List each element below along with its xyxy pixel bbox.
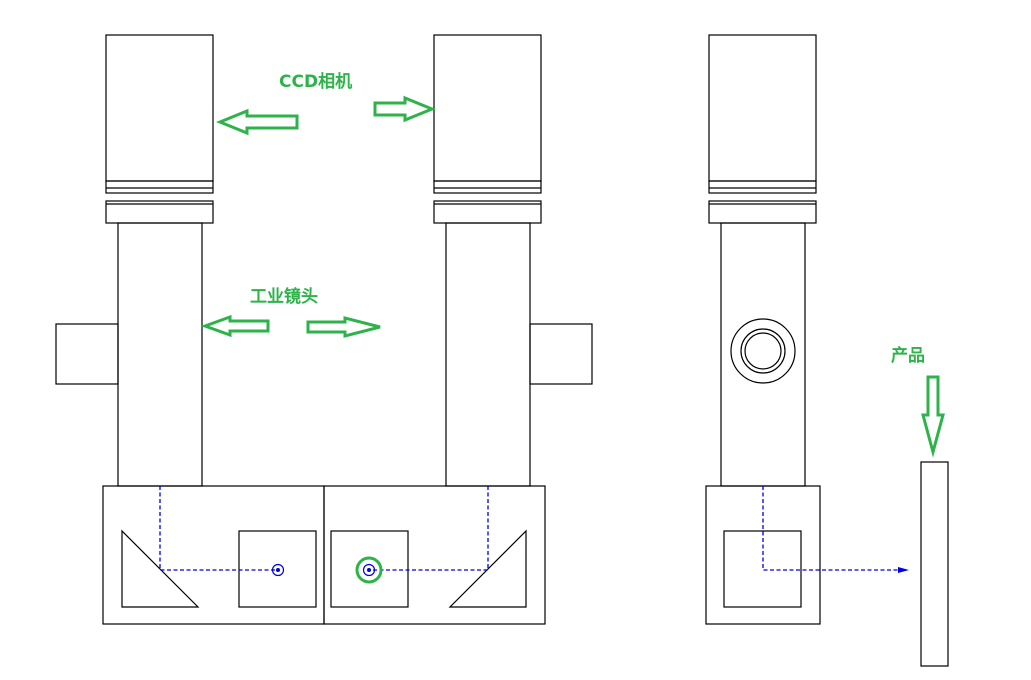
- right-ccd-camera: [433, 34, 542, 224]
- industrial-lens-label: 工业镜头: [250, 287, 318, 307]
- left-assembly: [55, 34, 214, 487]
- left-lens-tube: [117, 222, 203, 487]
- left-side-port: [55, 323, 119, 385]
- right-lens-tube: [445, 222, 531, 487]
- annotation-arrows: [200, 95, 945, 458]
- side-port-ring-icon: [730, 318, 796, 384]
- optical-markers: [271, 556, 909, 584]
- left-prism-icon: [121, 529, 200, 608]
- camera-left-arrow-icon: [216, 108, 299, 136]
- right-sensor-window: [330, 530, 409, 608]
- side-view-assembly: [705, 34, 821, 625]
- lens-left-arrow-icon: [200, 314, 270, 338]
- ccd-camera-label: CCD相机: [279, 72, 353, 92]
- right-prism-base: [323, 485, 546, 625]
- right-prism-icon: [448, 529, 527, 608]
- product-label: 产品: [891, 346, 925, 366]
- right-optical-path: [369, 486, 489, 571]
- camera-right-arrow-icon: [373, 95, 436, 123]
- left-ccd-camera: [105, 34, 214, 224]
- optical-paths: [159, 486, 905, 571]
- side-optical-path: [762, 486, 905, 571]
- product-plate: [920, 461, 949, 667]
- path-arrowhead-icon: [898, 567, 909, 573]
- right-side-port: [529, 323, 593, 385]
- left-sensor-window: [238, 530, 317, 608]
- product-down-arrow-icon: [921, 375, 945, 458]
- lens-right-arrow-icon: [306, 316, 381, 338]
- left-optical-path: [159, 486, 278, 571]
- left-prism-base: [102, 485, 325, 625]
- highlight-ring-icon: [355, 556, 383, 584]
- side-sensor-window: [723, 530, 802, 608]
- right-assembly: [433, 34, 593, 487]
